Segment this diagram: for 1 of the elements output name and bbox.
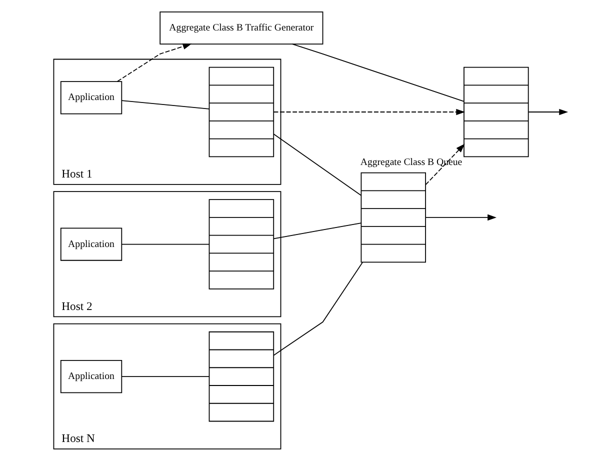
node-label: Aggregate Class B Queue: [360, 156, 462, 168]
